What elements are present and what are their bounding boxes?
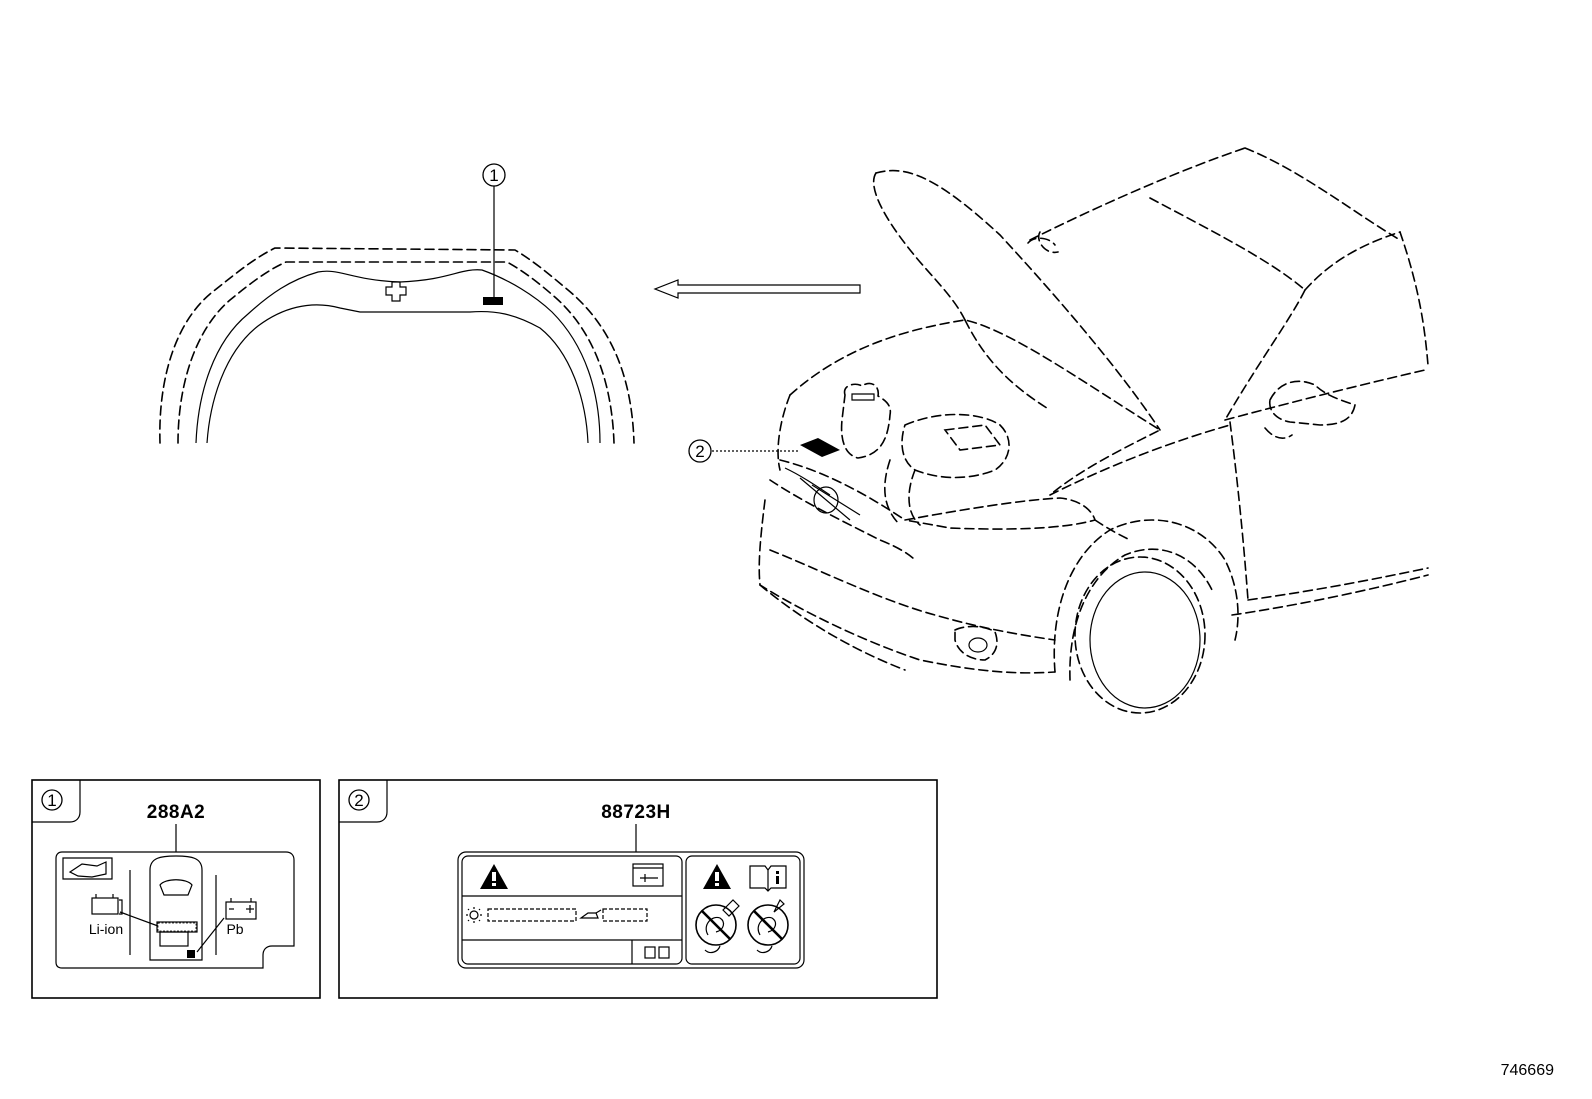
callout-1-digit: 1 bbox=[489, 166, 498, 185]
panel-1: 1 288A2 Li-ion bbox=[31, 779, 321, 999]
pb-label: Pb bbox=[226, 921, 243, 937]
panel-2-marker-digit: 2 bbox=[354, 791, 363, 810]
panel-2-part-number: 88723H bbox=[601, 802, 671, 823]
hood-underside-view bbox=[159, 185, 635, 444]
li-ion-label: Li-ion bbox=[89, 921, 123, 937]
no-flame-icon bbox=[695, 899, 740, 954]
panel-2: 2 88723H bbox=[338, 779, 938, 999]
service-manual-icon bbox=[632, 863, 664, 887]
manual-book-icon bbox=[62, 857, 113, 880]
label-1-location bbox=[483, 297, 503, 305]
owners-manual-icon bbox=[749, 865, 787, 892]
callout-1: ① 1 bbox=[482, 163, 506, 187]
label-2-location bbox=[800, 438, 840, 457]
li-ion-battery-icon bbox=[91, 894, 123, 915]
oil-can-icon bbox=[579, 909, 602, 919]
no-spark-icon bbox=[747, 898, 789, 954]
callout-2: 2 bbox=[688, 439, 712, 463]
panel-1-part-number: 288A2 bbox=[147, 802, 206, 823]
lead-acid-battery-icon bbox=[225, 898, 257, 920]
drawing-number: 746669 bbox=[1501, 1062, 1554, 1079]
vehicle-front-view bbox=[712, 147, 1429, 714]
sun-icon bbox=[466, 907, 482, 923]
panel-1-marker-digit: 1 bbox=[47, 791, 56, 810]
view-direction-arrow bbox=[653, 279, 861, 299]
callout-2-digit: 2 bbox=[695, 442, 704, 461]
